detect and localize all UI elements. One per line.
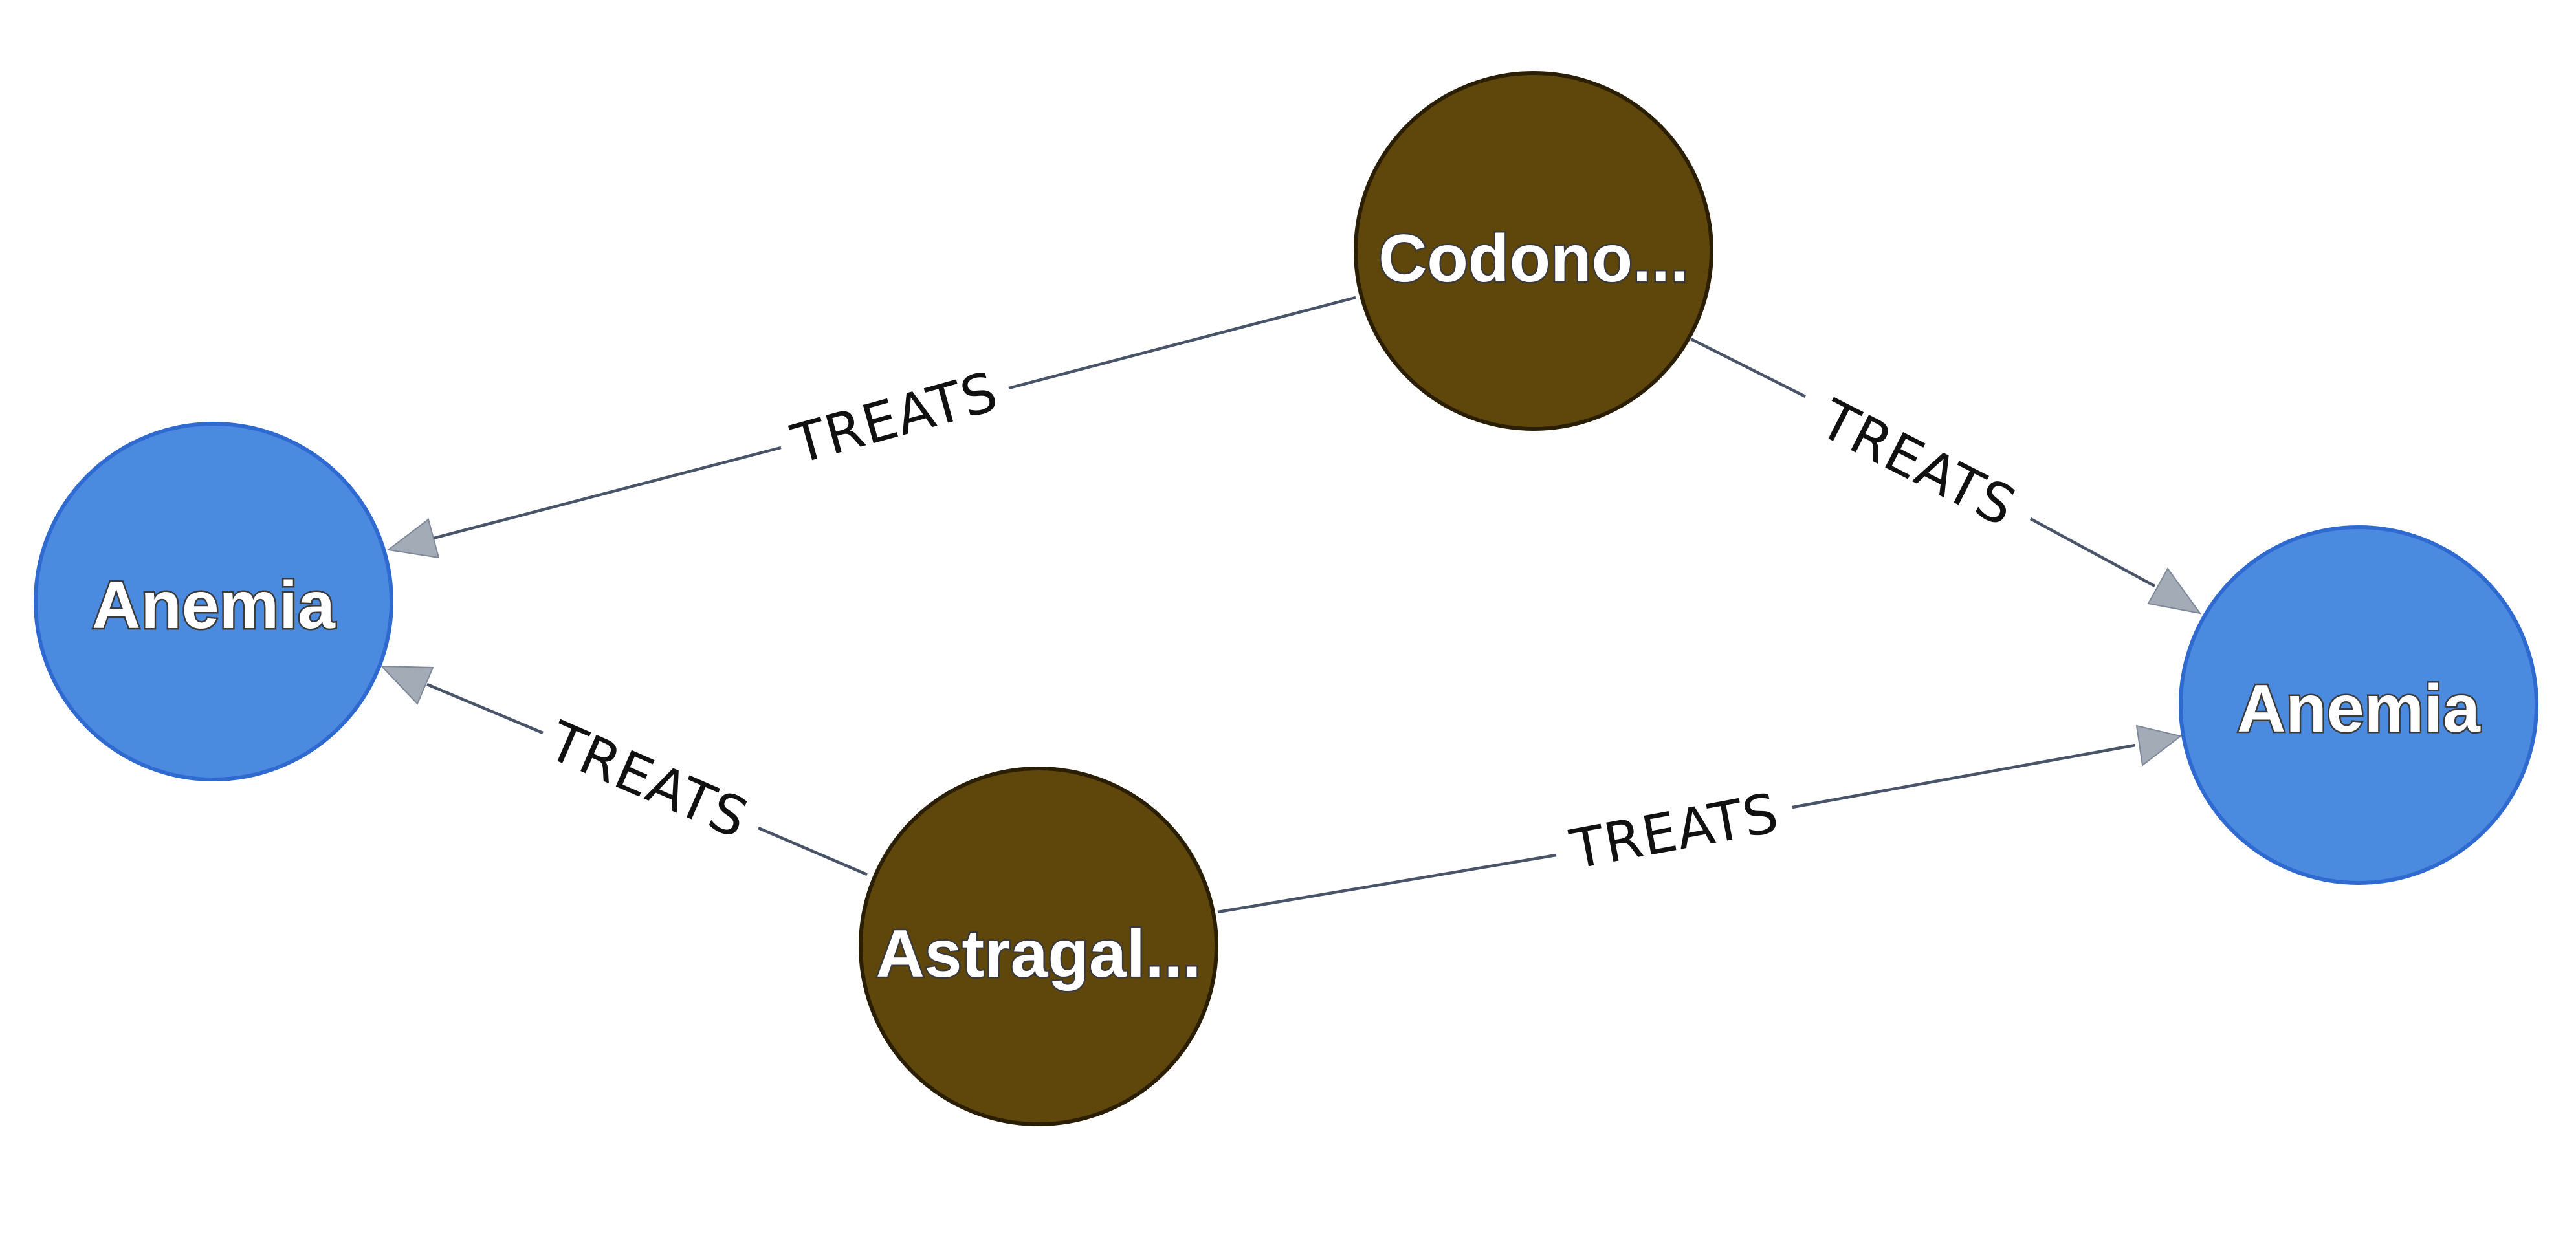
edge-line <box>1690 337 1807 398</box>
node-anemia-left-label: Anemia <box>92 568 336 643</box>
edge-astragal-to-anemia-right[interactable]: TREATS <box>1217 724 2183 914</box>
edge-codono-to-anemia-left[interactable]: TREATS <box>386 296 1356 559</box>
edge-label: TREATS <box>539 709 757 851</box>
edge-line <box>1217 853 1557 914</box>
edge-label: TREATS <box>1565 781 1784 882</box>
edge-line <box>758 826 868 876</box>
arrowhead-icon <box>2147 567 2202 615</box>
node-anemia-right-circle[interactable] <box>2179 525 2538 885</box>
node-codono[interactable]: Codono... <box>1354 71 1713 431</box>
arrowhead-icon <box>2135 724 2183 767</box>
edge-line <box>433 446 782 540</box>
node-astragal-label: Astragal... <box>876 917 1202 992</box>
node-anemia-right[interactable]: Anemia <box>2179 525 2538 885</box>
edge-codono-to-anemia-right[interactable]: TREATS <box>1690 337 2202 615</box>
edge-label: TREATS <box>785 360 1005 477</box>
edge-label: TREATS <box>1809 387 2025 539</box>
edge-line <box>426 682 544 735</box>
node-codono-circle[interactable] <box>1354 71 1713 431</box>
edge-astragal-to-anemia-left[interactable]: TREATS <box>380 665 868 876</box>
node-anemia-left[interactable]: Anemia <box>34 422 393 781</box>
node-astragal[interactable]: Astragal... <box>859 767 1218 1126</box>
node-anemia-right-label: Anemia <box>2237 671 2481 746</box>
edge-line <box>2029 517 2156 587</box>
node-codono-label: Codono... <box>1378 221 1688 296</box>
node-anemia-left-circle[interactable] <box>34 422 393 781</box>
edge-line <box>1792 743 2136 809</box>
edge-line <box>1008 296 1356 390</box>
arrowhead-icon <box>386 518 440 559</box>
arrowhead-icon <box>380 665 434 705</box>
node-astragal-circle[interactable] <box>859 767 1218 1126</box>
